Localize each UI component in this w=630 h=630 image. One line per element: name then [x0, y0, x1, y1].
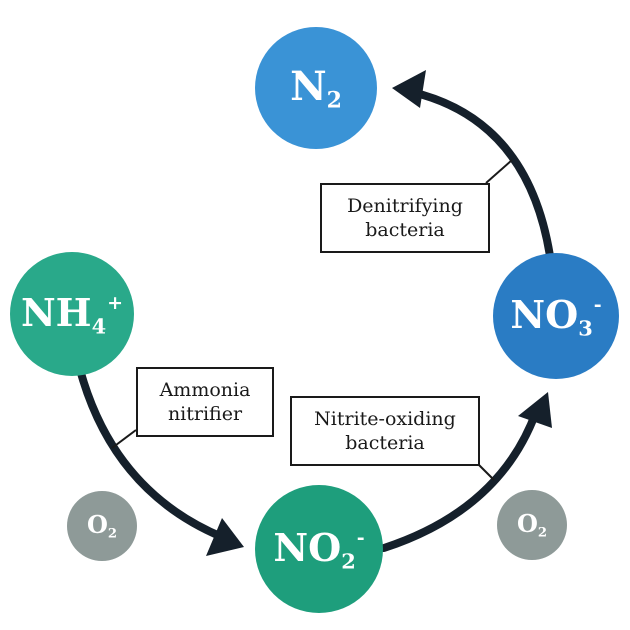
node-nh4: NH4+ [10, 252, 134, 376]
arrow-no3-to-n2 [408, 88, 554, 260]
arrowhead-n2 [392, 70, 426, 108]
arrow-no2-to-no3 [380, 408, 540, 552]
arrowhead-no3 [518, 392, 552, 428]
node-no3: NO3- [493, 253, 619, 379]
connector-ammonia [111, 429, 137, 449]
label-nitrite-oxiding-bacteria: Nitrite-oxiding bacteria [290, 396, 480, 466]
connector-denitrifying [485, 159, 513, 184]
arrowhead-no2 [206, 518, 244, 556]
node-o2-right: O2 [497, 490, 567, 560]
node-n2: N2 [255, 27, 377, 149]
arrow-nh4-to-no2 [74, 358, 226, 541]
node-o2-left: O2 [67, 491, 137, 561]
node-no2: NO2- [255, 485, 383, 613]
label-denitrifying-bacteria: Denitrifying bacteria [320, 183, 490, 253]
label-ammonia-nitrifier: Ammonia nitrifier [136, 367, 274, 437]
